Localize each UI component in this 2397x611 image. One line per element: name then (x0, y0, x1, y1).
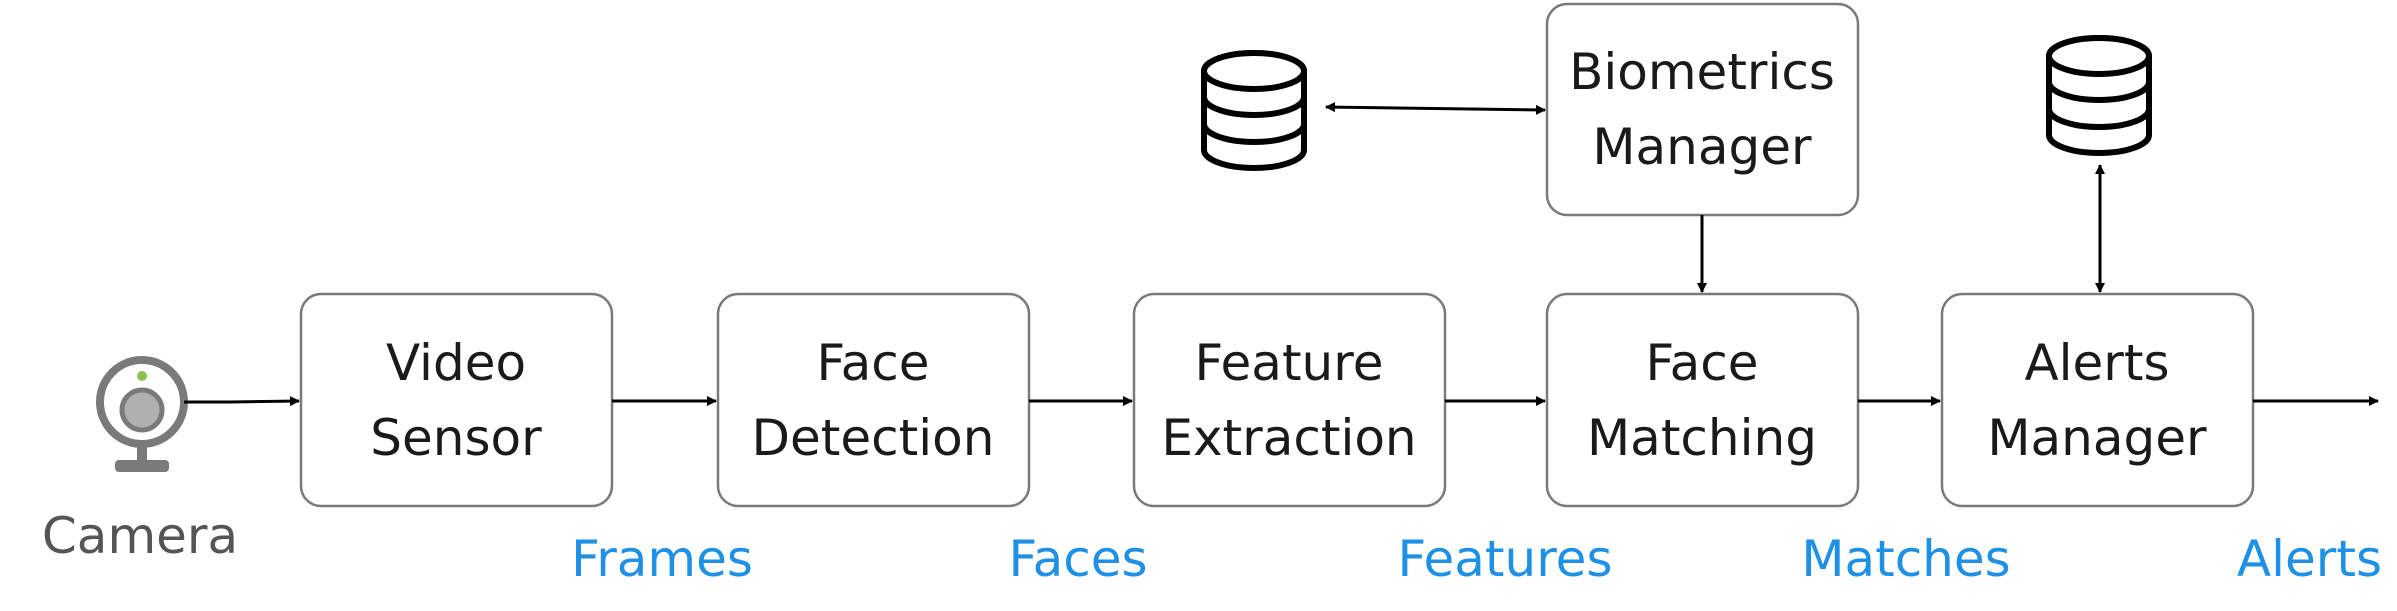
camera-to-sensor-arrow (184, 396, 300, 407)
biometrics-label: Biometrics (1569, 43, 1835, 101)
stage-label: Sensor (370, 409, 542, 467)
camera-led (137, 371, 147, 381)
stage-label: Alerts (2024, 334, 2169, 392)
camera-label: Camera (42, 507, 238, 565)
stage-video-sensor: Video Sensor (299, 292, 614, 508)
flow-label-alerts: Alerts (2237, 530, 2382, 588)
flow-label-frames: Frames (571, 530, 753, 588)
biometrics-label: Manager (1592, 118, 1812, 176)
database-icon (2046, 35, 2152, 156)
flow-label-features: Features (1398, 530, 1613, 588)
stage-label: Matching (1587, 409, 1817, 467)
biometrics-manager-box: Biometrics Manager (1545, 2, 1860, 217)
arrow-db-biometrics-bidirectional (1325, 102, 1546, 115)
stage-label: Face (816, 334, 929, 392)
flow-label-matches: Matches (1801, 530, 2010, 588)
stage-face-detection: Face Detection (716, 292, 1031, 508)
stage-label: Feature (1195, 334, 1384, 392)
stage-label: Video (386, 334, 526, 392)
stage-label: Manager (1987, 409, 2207, 467)
flow-label-faces: Faces (1008, 530, 1147, 588)
database-icon (1201, 50, 1307, 171)
stage-feature-extraction: Feature Extraction (1132, 292, 1447, 508)
stage-label: Extraction (1161, 409, 1416, 467)
stage-face-matching: Face Matching (1545, 292, 1860, 508)
webcam-icon (96, 356, 188, 472)
stage-alerts-manager: Alerts Manager (1940, 292, 2255, 508)
stage-label: Face (1645, 334, 1758, 392)
stage-label: Detection (752, 409, 995, 467)
